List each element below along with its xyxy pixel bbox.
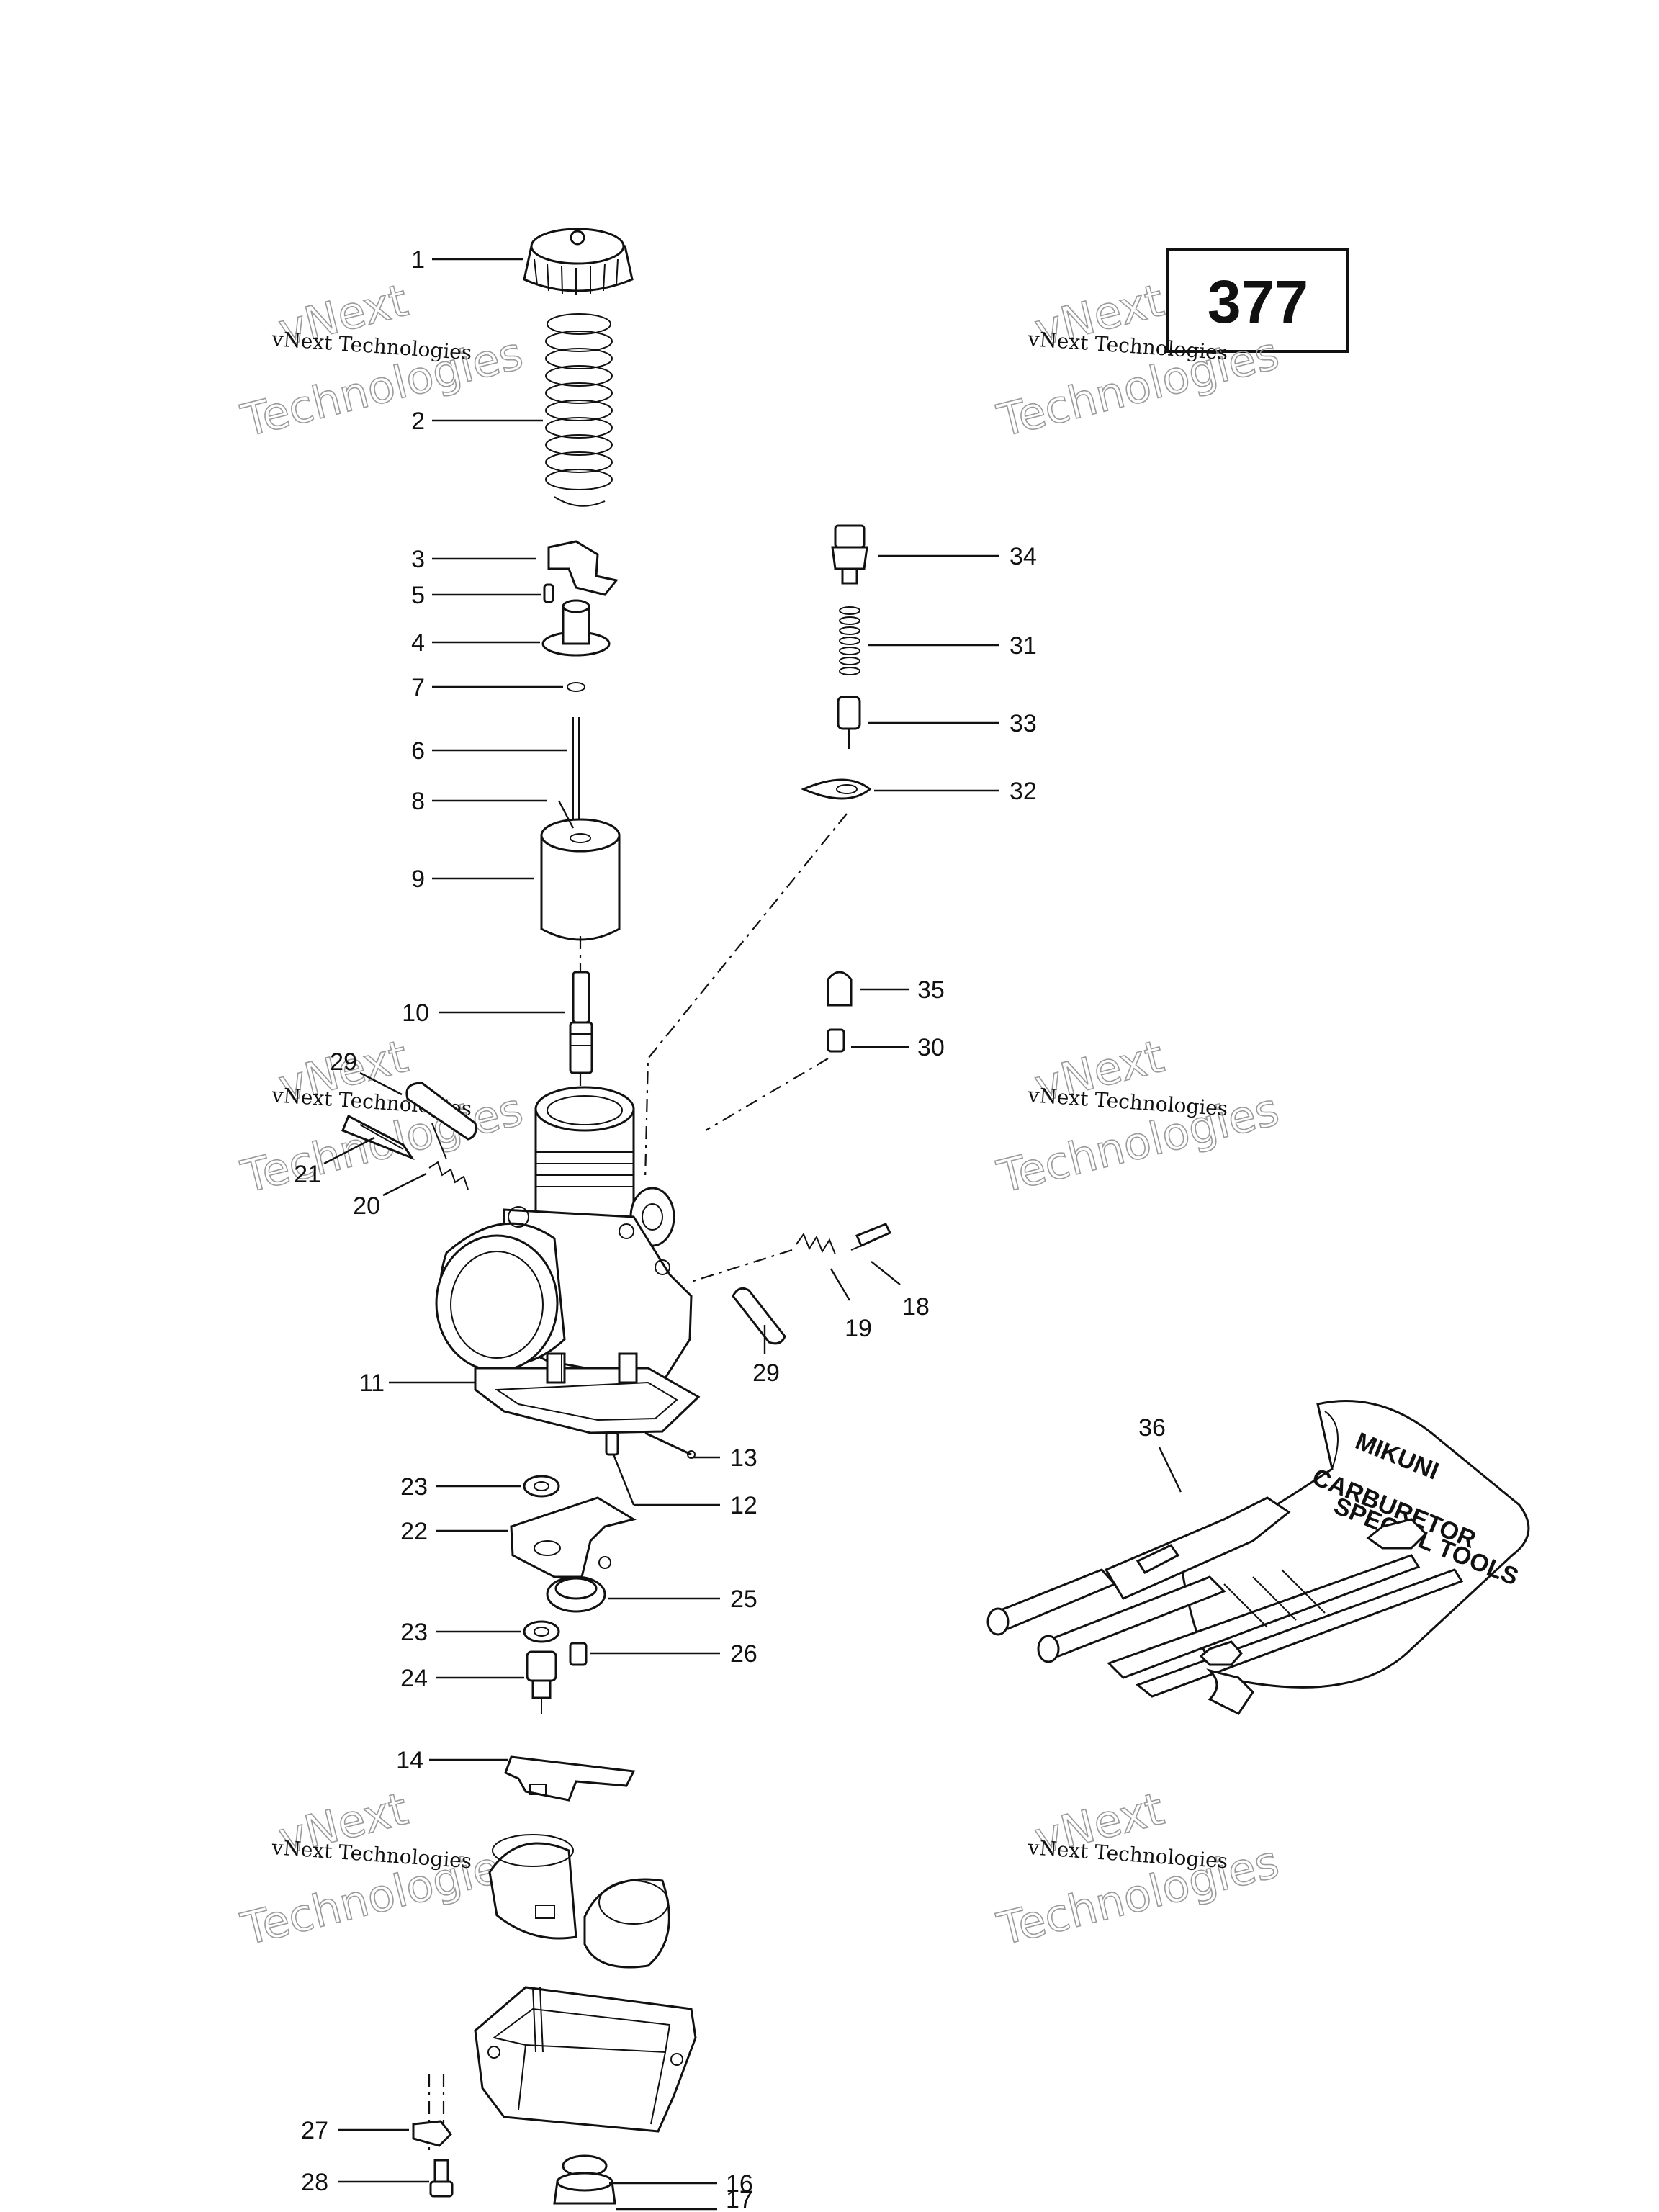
part-33-plunger (837, 696, 861, 749)
watermark-mid-right: vNext Technologies vNext Technologies (992, 1029, 1285, 1204)
callout-25: 25 (730, 1586, 757, 1613)
callout-7: 7 (411, 674, 425, 701)
page-number-box: 377 (1166, 248, 1349, 353)
part-28-screw (429, 2159, 454, 2198)
callout-27: 27 (301, 2117, 328, 2144)
callout-numbers: 1 2 3 5 4 7 6 8 9 10 34 31 33 32 35 30 2… (294, 246, 1166, 2212)
watermarks: vNext Technologies vNext Technologies vN… (235, 273, 1285, 1956)
callout-22: 22 (400, 1518, 428, 1545)
alignment-line (691, 1249, 793, 1283)
callout-17: 17 (726, 2186, 753, 2212)
part-35-cap (827, 971, 853, 1007)
callout-14: 14 (396, 1747, 423, 1774)
callout-3: 3 (411, 546, 425, 573)
callout-19: 19 (845, 1315, 872, 1342)
callout-12: 12 (730, 1492, 757, 1519)
callout-23-lower: 23 (400, 1619, 428, 1646)
part-13-pin (644, 1431, 696, 1459)
part-29-tube-lower (732, 1287, 786, 1345)
part-11-carburetor-body (435, 1086, 701, 1434)
callout-33: 33 (1010, 710, 1037, 737)
part-6-jet-needle (572, 717, 580, 835)
part-18-screw (850, 1223, 892, 1251)
watermark-mid-left: vNext Technologies vNext Technologies (235, 1029, 529, 1204)
callout-29-top: 29 (330, 1048, 357, 1076)
part-14-float-arm (504, 1755, 636, 1802)
alignment-line (644, 813, 848, 1182)
callout-32: 32 (1010, 778, 1037, 805)
callout-16: 16 (726, 2170, 753, 2198)
watermark-bottom-right: vNext Technologies vNext Technologies (992, 1781, 1285, 1956)
callout-11: 11 (359, 1370, 385, 1397)
alignment-line (705, 1058, 829, 1131)
callout-28: 28 (301, 2169, 328, 2196)
part-20-spring (428, 1161, 469, 1190)
callout-13: 13 (730, 1444, 757, 1472)
callout-9: 9 (411, 866, 425, 893)
page-number: 377 (1208, 268, 1308, 336)
part-17-drain-plug (553, 2172, 616, 2205)
part-23-o-ring-lower (523, 1620, 560, 1643)
part-5-pin (543, 583, 554, 603)
part-9-throttle-valve (540, 818, 621, 941)
callout-18: 18 (902, 1293, 930, 1321)
callout-24: 24 (400, 1665, 428, 1692)
part-25-float-valve-seat (546, 1575, 606, 1613)
part-7-clip (567, 682, 585, 692)
part-22-baffle-plate (510, 1496, 637, 1578)
part-23-o-ring-upper (523, 1475, 560, 1498)
callout-31: 31 (1010, 632, 1037, 660)
leader-lines (323, 258, 1182, 2211)
part-12-pilot-jet (605, 1431, 619, 1456)
callout-1: 1 (411, 246, 425, 274)
part-float-bowl (474, 1986, 697, 2133)
callout-2: 2 (411, 408, 425, 435)
callout-23-upper: 23 (400, 1473, 428, 1501)
part-float-right (583, 1878, 670, 1969)
part-4-needle-holder (541, 599, 611, 657)
callout-21: 21 (294, 1161, 321, 1188)
part-27-bracket (412, 2120, 452, 2147)
part-2-spring (545, 313, 613, 507)
part-1-cap (523, 228, 634, 295)
part-3-plate (547, 540, 619, 596)
callout-36: 36 (1138, 1414, 1166, 1442)
part-21-screw (341, 1114, 415, 1161)
part-30-fitting (827, 1028, 845, 1053)
callout-35: 35 (917, 976, 945, 1004)
part-24-needle-valve (526, 1650, 557, 1714)
watermark-bottom-left: vNext Technologies vNext Technologies (235, 1781, 529, 1956)
callout-20: 20 (353, 1192, 380, 1220)
part-36-special-tool-kit: MIKUNI CARBURETOR SPECIAL TOOLS (986, 1400, 1530, 1715)
callout-4: 4 (411, 629, 425, 657)
callout-29-lower: 29 (752, 1359, 780, 1387)
part-26-jet (569, 1642, 588, 1666)
part-10-needle-jet (569, 971, 593, 1074)
callout-6: 6 (411, 737, 425, 765)
part-19-spring (796, 1232, 836, 1255)
part-29-tube-top (405, 1082, 477, 1160)
callout-5: 5 (411, 582, 425, 609)
callout-30: 30 (917, 1034, 945, 1061)
part-34-cap-screw (831, 524, 868, 585)
callout-34: 34 (1010, 543, 1037, 570)
part-float-left (488, 1834, 577, 1940)
callout-26: 26 (730, 1640, 757, 1668)
callout-10: 10 (402, 999, 429, 1027)
part-32-washer (801, 778, 872, 800)
callout-8: 8 (411, 788, 425, 815)
part-31-spring (839, 606, 860, 675)
